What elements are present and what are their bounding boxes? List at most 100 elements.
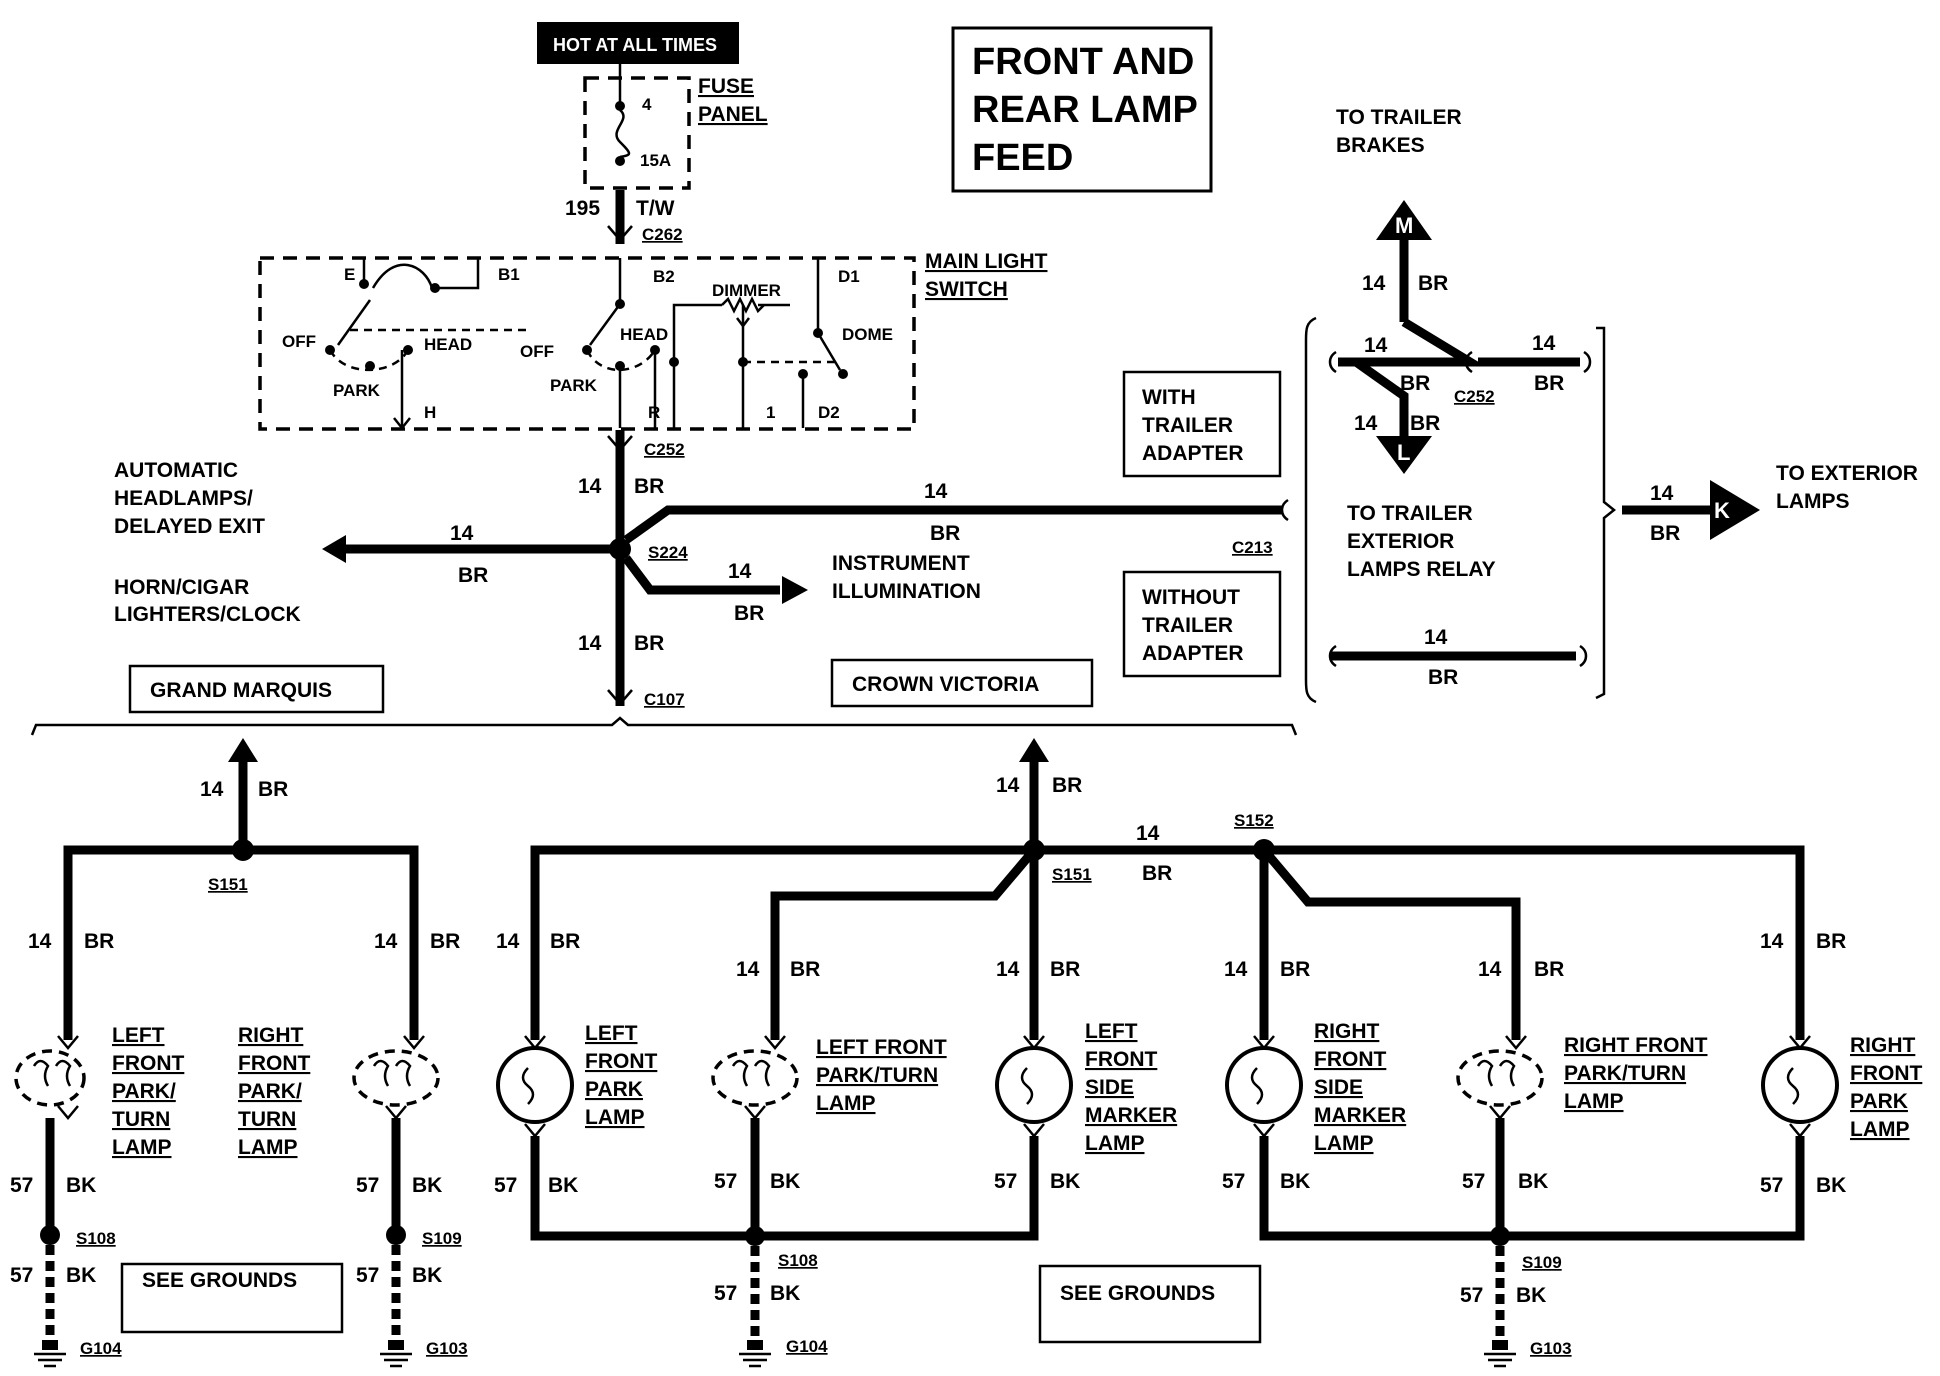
ground-g104-cv: G104 xyxy=(786,1337,828,1356)
diagram-label: SIDE xyxy=(1085,1076,1134,1099)
switch-terminal-h: H xyxy=(424,403,436,422)
bulb-icon xyxy=(32,1059,72,1087)
fuse-panel-label-2: PANEL xyxy=(698,103,768,126)
diagram-label: LAMP xyxy=(585,1106,645,1129)
diagram-label: BK xyxy=(1518,1170,1548,1193)
hot-label-text: HOT AT ALL TIMES xyxy=(553,35,717,55)
diagram-label: RIGHT FRONT xyxy=(1564,1034,1708,1057)
splice-s109-cv: S109 xyxy=(1522,1253,1562,1272)
diagram-label: 14 xyxy=(1760,930,1784,953)
diagram-label: HEADLAMPS/ xyxy=(114,487,253,510)
diagram-label: MARKER xyxy=(1085,1104,1177,1127)
title-box: FRONT AND REAR LAMP FEED xyxy=(951,26,1213,193)
trailer-relay-label-1: TO TRAILER xyxy=(1347,502,1473,525)
splice-s108-gm: S108 xyxy=(76,1229,116,1248)
trailer-bracket-right xyxy=(1595,326,1617,700)
switch-off-1: OFF xyxy=(282,332,316,351)
bulb-icon xyxy=(1020,1067,1034,1105)
diagram-label: FRONT xyxy=(1085,1048,1157,1071)
connector-c252-upper: C252 xyxy=(644,440,685,459)
diagram-label: 57 xyxy=(994,1170,1017,1193)
switch-terminal-b1: B1 xyxy=(498,265,520,284)
connector-l-icon xyxy=(1376,436,1432,474)
diagram-label: PARK/ xyxy=(112,1080,176,1103)
diagram-label: BR xyxy=(1400,372,1430,395)
switch-park-2: PARK xyxy=(550,376,598,395)
title-line-2: REAR LAMP xyxy=(972,89,1198,131)
switch-terminal-d2: D2 xyxy=(818,403,840,422)
diagram-label: 14 xyxy=(996,958,1020,981)
crown-victoria-circuit: 14 BR S151 S152 14 BR 14 BR 14 BR 14 BR … xyxy=(494,738,1922,1368)
diagram-label: 57 xyxy=(714,1282,737,1305)
ground-icon xyxy=(34,1340,66,1368)
diagram-label: DELAYED EXIT xyxy=(114,515,265,538)
trailer-brakes-label-2: BRAKES xyxy=(1336,134,1425,157)
diagram-label: BR xyxy=(550,930,580,953)
see-grounds-cv: SEE GROUNDS xyxy=(1060,1282,1215,1305)
bulb-icon xyxy=(1786,1067,1800,1105)
connector-c262: C262 xyxy=(642,225,683,244)
diagram-label: 57 xyxy=(10,1174,33,1197)
diagram-label: PARK/TURN xyxy=(816,1064,938,1087)
switch-dome-label: DOME xyxy=(842,325,893,344)
gm-right-front-park-turn-lamp xyxy=(352,1035,440,1120)
diagram-label: FRONT xyxy=(112,1052,184,1075)
splice-s151-gm: S151 xyxy=(208,875,248,894)
diagram-label: L xyxy=(1397,440,1410,465)
wire-to-c213 xyxy=(623,505,1282,544)
switch-terminal-d1: D1 xyxy=(838,267,860,286)
connector-c107: C107 xyxy=(644,690,685,709)
diagram-label: LAMP xyxy=(238,1136,298,1159)
splice-s152: S152 xyxy=(1234,811,1274,830)
diagram-label: FRONT xyxy=(1314,1048,1386,1071)
diagram-label: 14 xyxy=(1362,272,1386,295)
wire-color: BR xyxy=(634,632,664,655)
arrow-up-icon xyxy=(1019,738,1049,762)
arrow-left-icon xyxy=(322,535,346,563)
diagram-label: 57 xyxy=(1760,1174,1783,1197)
switch-terminal-r: R xyxy=(648,403,660,422)
diagram-label: 14 xyxy=(1478,958,1502,981)
wire-to-instrument-illumination xyxy=(622,555,780,595)
diagram-label: LIGHTERS/CLOCK xyxy=(114,603,301,626)
diagram-label: 14 xyxy=(1224,958,1248,981)
diagram-label: BR xyxy=(1142,862,1172,885)
switch-off-2: OFF xyxy=(520,342,554,361)
diagram-label: BR xyxy=(258,778,288,801)
diagram-label: BR xyxy=(84,930,114,953)
wire-gauge: 14 xyxy=(578,632,602,655)
arrow-right-icon xyxy=(782,576,808,604)
fuse-panel: 4 15A FUSE PANEL xyxy=(583,64,768,190)
diagram-label: BK xyxy=(770,1170,800,1193)
diagram-label: SIDE xyxy=(1314,1076,1363,1099)
diagram-label: BK xyxy=(412,1264,442,1287)
diagram-label: 57 xyxy=(1460,1284,1483,1307)
ground-g104-gm: G104 xyxy=(80,1339,122,1358)
wire-color: BR xyxy=(734,602,764,625)
wire-gauge: 14 xyxy=(450,522,474,545)
diagram-label: BR xyxy=(1280,958,1310,981)
diagram-label: 14 xyxy=(736,958,760,981)
splice-s224: S224 xyxy=(648,543,688,562)
crown-victoria-box xyxy=(830,658,1094,708)
diagram-label: BK xyxy=(66,1174,96,1197)
main-light-switch: MAIN LIGHT SWITCH E B1 OFF HEAD PARK H B… xyxy=(258,250,1048,431)
trailer-relay-label-2: EXTERIOR xyxy=(1347,530,1454,553)
diagram-label: LEFT xyxy=(112,1024,165,1047)
fuse-rating: 15A xyxy=(640,151,671,170)
ground-icon xyxy=(739,1340,771,1368)
diagram-label: WITHOUT xyxy=(1142,586,1240,609)
cv-left-front-park-turn-lamp xyxy=(711,1035,799,1120)
diagram-label: RIGHT xyxy=(238,1024,304,1047)
feed-circuit-number: 195 xyxy=(565,197,600,220)
arrow-up-icon xyxy=(228,738,258,762)
diagram-label: BR xyxy=(1534,372,1564,395)
grand-marquis-circuit: 14 BR S151 14 BR 14 BR LEFT FRONT PARK/ … xyxy=(10,738,468,1368)
diagram-label: BK xyxy=(1280,1170,1310,1193)
grand-marquis-label: GRAND MARQUIS xyxy=(150,679,332,702)
diagram-label: AUTOMATIC xyxy=(114,459,238,482)
splice-s108-cv: S108 xyxy=(778,1251,818,1270)
cv-left-front-side-marker-lamp xyxy=(995,1035,1073,1138)
switch-head-2: HEAD xyxy=(620,325,668,344)
diagram-label: 14 xyxy=(1354,412,1378,435)
